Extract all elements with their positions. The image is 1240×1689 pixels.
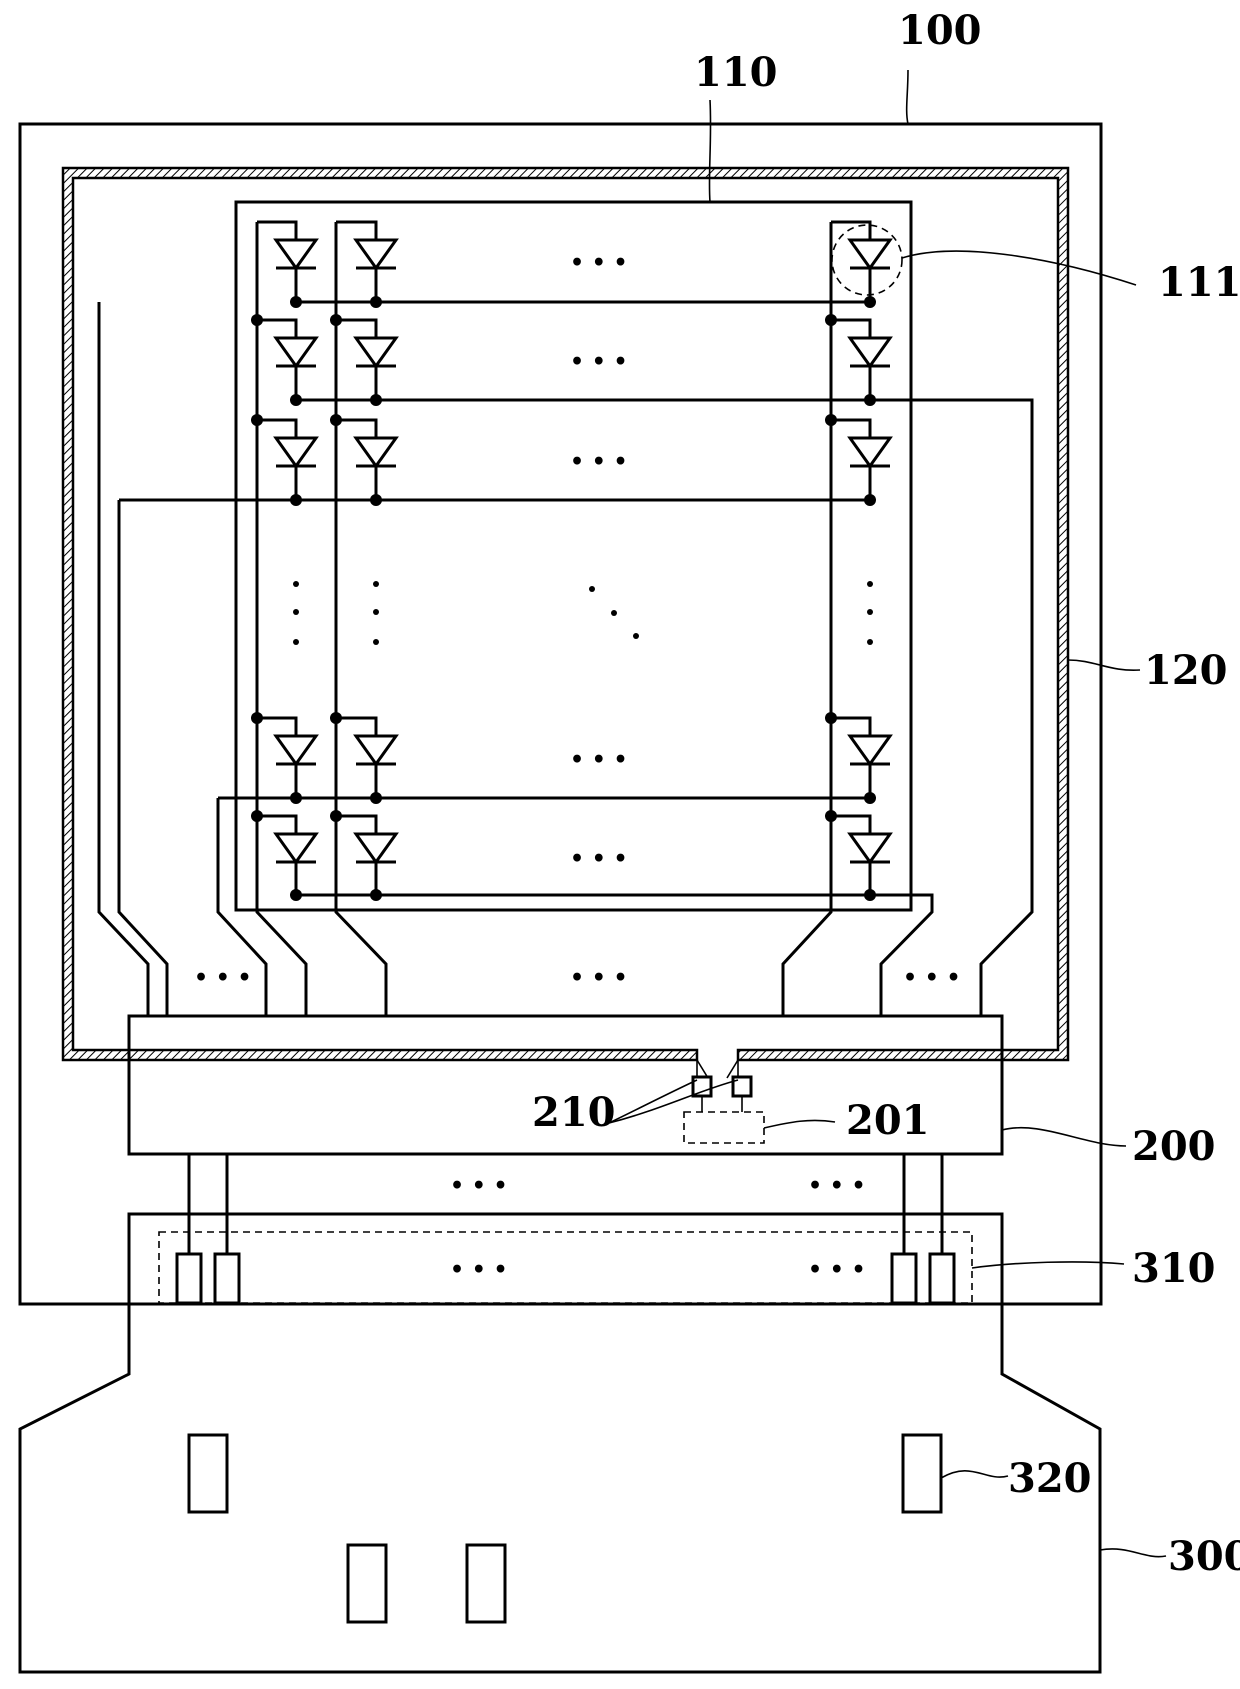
ellipsis: • • • (570, 449, 628, 475)
label-flexible-board: 300 (1168, 1533, 1240, 1580)
ellipsis: • • • (808, 1257, 866, 1283)
board-component (903, 1435, 941, 1512)
vertical-ellipsis-marks (293, 581, 873, 645)
pixel-diode (825, 314, 890, 406)
pixel-diode (257, 222, 316, 308)
data-lines (257, 222, 831, 1016)
label-pixel-area: 110 (694, 49, 778, 96)
ellipsis: • • • (570, 846, 628, 872)
pixel-diode (330, 712, 396, 804)
pixel-diode (251, 414, 316, 506)
ellipsis: • • • (570, 747, 628, 773)
ellipsis: • • • (194, 965, 252, 991)
board-pad (930, 1254, 954, 1303)
pixel-diode (336, 222, 396, 308)
label-sealing-member: 120 (1144, 647, 1228, 694)
pixel-diode (251, 810, 316, 901)
board-pad (177, 1254, 201, 1303)
board-pad (892, 1254, 916, 1303)
label-driver-circuit: 201 (846, 1097, 930, 1144)
ellipsis: • • • (450, 1257, 508, 1283)
label-board-pads: 310 (1132, 1245, 1216, 1292)
board-component (189, 1435, 227, 1512)
pixel-diode (330, 314, 396, 406)
label-board-components: 320 (1008, 1455, 1092, 1502)
label-pads: 210 (532, 1089, 616, 1136)
board-component (467, 1545, 505, 1622)
label-display-panel: 100 (898, 7, 982, 54)
ellipsis: • • • (450, 1173, 508, 1199)
ellipsis: • • • (570, 965, 628, 991)
pixel-diode (251, 712, 316, 804)
chip-board-connectors (189, 1154, 942, 1254)
pixel-highlight (832, 225, 902, 295)
label-pixel: 111 (1158, 259, 1240, 306)
ellipsis: • • • (570, 349, 628, 375)
label-driver-chip: 200 (1132, 1123, 1216, 1170)
pixel-diode (825, 712, 890, 804)
flexible-board (20, 1214, 1100, 1672)
ellipsis: • • • (808, 1173, 866, 1199)
board-component (348, 1545, 386, 1622)
pixel-diode (251, 314, 316, 406)
pixel-diode (825, 414, 890, 506)
ellipsis: • • • (903, 965, 961, 991)
ellipsis: • • • (570, 250, 628, 276)
pixel-diode (330, 414, 396, 506)
leader-lines (609, 70, 1166, 1557)
pixel-diode (825, 810, 890, 901)
sealing-member (63, 168, 1068, 1078)
driver-circuit (684, 1112, 764, 1143)
board-pad (215, 1254, 239, 1303)
pixel-diode (330, 810, 396, 901)
